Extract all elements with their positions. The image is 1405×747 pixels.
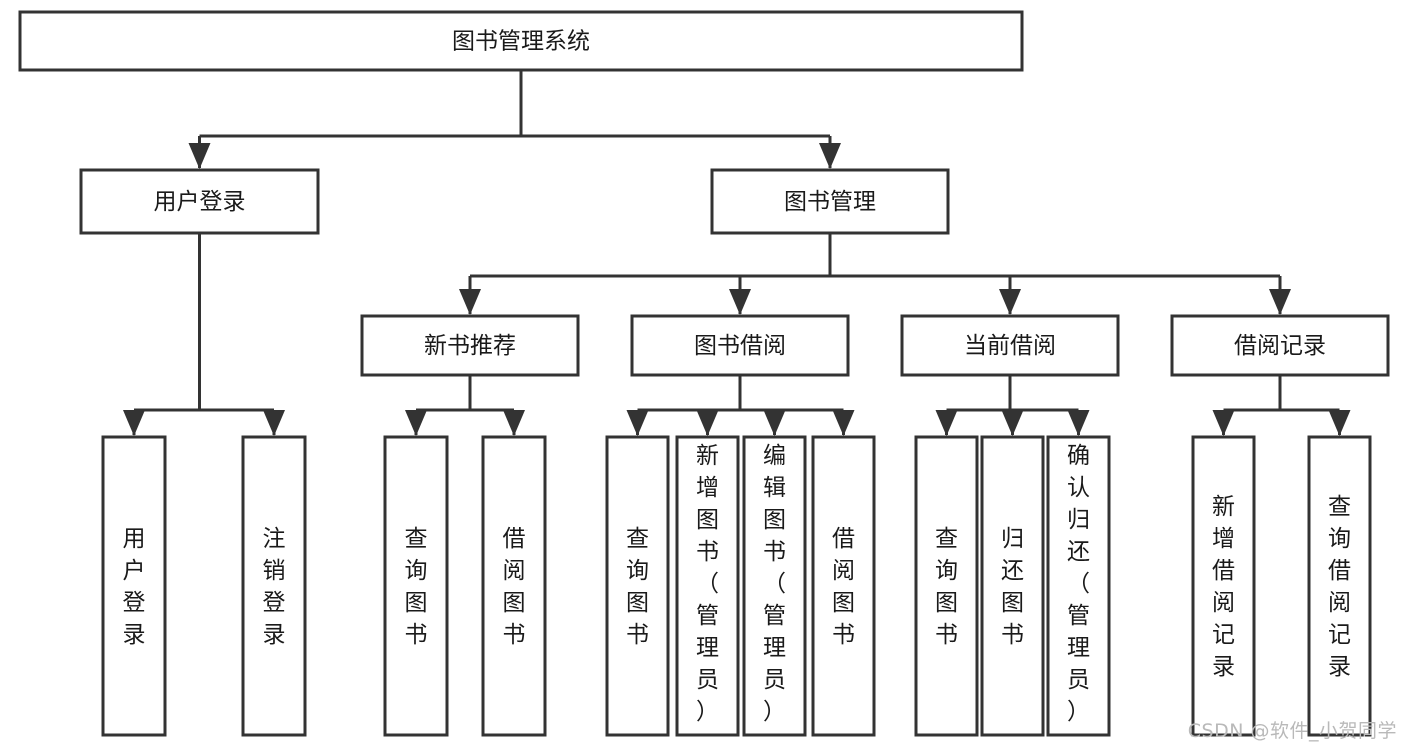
- node-box-leaf-query-book-rec: [383, 435, 449, 737]
- node-book-manage[interactable]: 图书管理: [710, 168, 950, 235]
- node-boxes: 图书管理系统用户登录图书管理新书推荐图书借阅当前借阅借阅记录用户登录注销登录查询…: [18, 10, 1390, 737]
- node-user-login[interactable]: 用户登录: [79, 168, 320, 235]
- arrow-bookmanage-to-current-borrow: [999, 289, 1021, 315]
- arrow-book-borrow-to-leaf-query-book-bor: [626, 410, 649, 436]
- node-box-leaf-query-record: [1307, 435, 1372, 737]
- node-box-leaf-borrow-book-rec: [481, 435, 547, 737]
- arrow-current-borrow-to-leaf-confirm-return: [1067, 410, 1090, 436]
- arrow-bookmanage-to-book-borrow: [729, 289, 751, 315]
- node-label-leaf-query-book-bor: 查询图书: [626, 526, 649, 648]
- node-box-leaf-user-login: [101, 435, 167, 737]
- arrow-new-book-recommend-to-leaf-query-book-rec: [405, 410, 427, 436]
- node-label-leaf-return-book: 归还图书: [1001, 526, 1024, 648]
- node-box-new-book-recommend: [360, 314, 580, 377]
- arrow-book-borrow-to-leaf-add-book: [696, 410, 719, 436]
- node-label-new-book-recommend: 新书推荐: [424, 333, 516, 359]
- arrow-bookmanage-to-new-book-recommend: [459, 289, 481, 315]
- node-leaf-add-record[interactable]: 新增借阅记录: [1191, 435, 1256, 737]
- node-new-book-recommend[interactable]: 新书推荐: [360, 314, 580, 377]
- node-box-borrow-record: [1170, 314, 1390, 377]
- node-label-book-borrow: 图书借阅: [694, 333, 786, 359]
- node-label-leaf-query-book-rec: 查询图书: [405, 526, 428, 648]
- node-box-book-manage: [710, 168, 950, 235]
- arrow-user-login-to-leaf-user-login: [123, 410, 145, 436]
- node-label-current-borrow: 当前借阅: [964, 333, 1056, 359]
- node-label-leaf-add-record: 新增借阅记录: [1212, 494, 1235, 680]
- node-box-root: [18, 10, 1024, 72]
- node-label-leaf-edit-book: 编辑图书（管理员）: [763, 443, 786, 725]
- node-label-book-manage: 图书管理: [784, 189, 876, 215]
- node-box-user-login: [79, 168, 320, 235]
- node-leaf-query-record[interactable]: 查询借阅记录: [1307, 435, 1372, 737]
- node-current-borrow[interactable]: 当前借阅: [900, 314, 1120, 377]
- node-leaf-add-book[interactable]: 新增图书（管理员）: [675, 435, 740, 737]
- node-box-current-borrow: [900, 314, 1120, 377]
- node-leaf-borrow-book-rec[interactable]: 借阅图书: [481, 435, 547, 737]
- node-label-root: 图书管理系统: [452, 29, 590, 55]
- node-label-leaf-user-login: 用户登录: [123, 526, 146, 648]
- connector-lines: [123, 70, 1351, 436]
- node-label-borrow-record: 借阅记录: [1234, 333, 1326, 359]
- node-box-leaf-add-record: [1191, 435, 1256, 737]
- arrow-borrow-record-to-leaf-add-record: [1212, 410, 1235, 436]
- node-box-leaf-edit-book: [742, 435, 807, 737]
- node-box-leaf-return-book: [980, 435, 1045, 737]
- node-box-leaf-add-book: [675, 435, 740, 737]
- node-leaf-query-book-cur[interactable]: 查询图书: [914, 435, 979, 737]
- node-box-leaf-borrow-book-bor: [811, 435, 876, 737]
- node-label-leaf-add-book: 新增图书（管理员）: [696, 443, 719, 725]
- node-box-leaf-confirm-return: [1046, 435, 1111, 737]
- node-leaf-logout[interactable]: 注销登录: [241, 435, 307, 737]
- node-box-leaf-query-book-bor: [605, 435, 670, 737]
- node-box-book-borrow: [630, 314, 850, 377]
- node-leaf-confirm-return[interactable]: 确认归还（管理员）: [1046, 435, 1111, 737]
- node-borrow-record[interactable]: 借阅记录: [1170, 314, 1390, 377]
- arrow-root-to-book-manage: [819, 143, 841, 169]
- node-leaf-borrow-book-bor[interactable]: 借阅图书: [811, 435, 876, 737]
- arrow-bookmanage-to-borrow-record: [1269, 289, 1291, 315]
- node-leaf-user-login[interactable]: 用户登录: [101, 435, 167, 737]
- node-label-leaf-borrow-book-bor: 借阅图书: [832, 526, 855, 648]
- node-leaf-query-book-rec[interactable]: 查询图书: [383, 435, 449, 737]
- node-book-borrow[interactable]: 图书借阅: [630, 314, 850, 377]
- node-box-leaf-logout: [241, 435, 307, 737]
- node-label-leaf-query-book-cur: 查询图书: [935, 526, 958, 648]
- watermark-text: CSDN @软件_小贺同学: [1187, 720, 1397, 742]
- node-leaf-query-book-bor[interactable]: 查询图书: [605, 435, 670, 737]
- node-leaf-edit-book[interactable]: 编辑图书（管理员）: [742, 435, 807, 737]
- node-label-user-login: 用户登录: [154, 189, 246, 215]
- node-label-leaf-borrow-book-rec: 借阅图书: [503, 526, 526, 648]
- node-root[interactable]: 图书管理系统: [18, 10, 1024, 72]
- arrow-root-to-user-login: [188, 143, 211, 169]
- arrow-user-login-to-leaf-logout: [263, 410, 285, 436]
- arrow-borrow-record-to-leaf-query-record: [1328, 410, 1351, 436]
- node-label-leaf-logout: 注销登录: [263, 526, 286, 648]
- node-label-leaf-query-record: 查询借阅记录: [1328, 494, 1351, 680]
- arrow-book-borrow-to-leaf-borrow-book-bor: [832, 410, 855, 436]
- node-box-leaf-query-book-cur: [914, 435, 979, 737]
- node-leaf-return-book[interactable]: 归还图书: [980, 435, 1045, 737]
- arrow-current-borrow-to-leaf-query-book-cur: [935, 410, 958, 436]
- arrow-book-borrow-to-leaf-edit-book: [763, 410, 786, 436]
- arrow-current-borrow-to-leaf-return-book: [1001, 410, 1024, 436]
- arrow-new-book-recommend-to-leaf-borrow-book-rec: [503, 410, 525, 436]
- node-label-leaf-confirm-return: 确认归还（管理员）: [1067, 443, 1090, 725]
